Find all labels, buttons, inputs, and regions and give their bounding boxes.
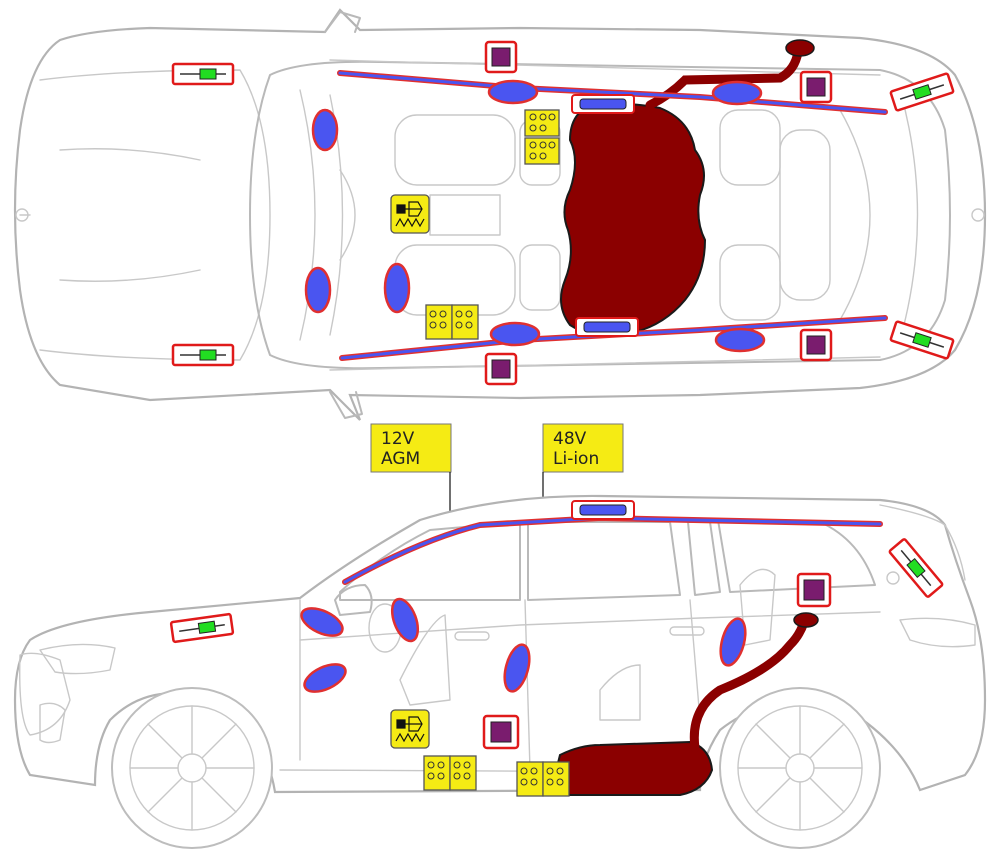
gas-strut-icon — [169, 612, 235, 644]
control-unit-icon — [796, 572, 832, 608]
seatbelt-tensioner-icon — [390, 194, 430, 234]
battery-icon — [425, 304, 479, 340]
airbag-icon — [487, 79, 539, 105]
airbag-icon — [311, 108, 339, 152]
airbag-icon — [503, 643, 531, 693]
seatbelt-tensioner-icon — [390, 709, 430, 749]
control-unit-icon — [484, 352, 518, 386]
rear-wheel — [719, 687, 881, 849]
battery-12v-label: 12V AGM — [370, 423, 454, 756]
battery-48v-line1: 48V — [553, 429, 587, 449]
front-wheel — [111, 687, 273, 849]
fuel-filler-pipe — [645, 47, 803, 110]
battery-icon — [524, 109, 560, 137]
top-view — [13, 8, 987, 421]
airbag-icon — [300, 607, 344, 637]
fuel-filler-cap — [785, 39, 815, 57]
battery-48v-icon — [516, 761, 570, 797]
gas-strut-icon — [171, 343, 235, 367]
side-view — [13, 494, 987, 849]
airbag-icon — [719, 617, 747, 667]
control-unit-icon — [482, 714, 520, 750]
fuel-tank-icon — [560, 103, 707, 337]
gas-strut-icon — [888, 538, 944, 598]
control-unit-icon — [484, 40, 518, 74]
battery-12v-line1: 12V — [381, 429, 415, 449]
airbag-icon — [304, 266, 332, 314]
gas-generator-icon — [571, 94, 635, 114]
gas-strut-icon — [171, 62, 235, 86]
airbag-icon — [303, 663, 347, 693]
battery-12v-icon — [423, 755, 477, 791]
gas-strut-icon — [889, 320, 955, 360]
gas-generator-icon — [571, 500, 635, 520]
airbag-icon — [489, 321, 541, 347]
gas-strut-icon — [889, 72, 955, 112]
fuel-tank-icon — [553, 740, 714, 796]
gas-generator-icon — [575, 317, 639, 337]
battery-icon — [524, 137, 560, 165]
control-unit-icon — [799, 70, 833, 104]
airbag-icon — [383, 262, 411, 314]
battery-48v-label: 48V Li-ion — [539, 423, 624, 762]
airbag-icon — [714, 327, 766, 353]
airbag-icon — [390, 597, 420, 643]
fuel-filler-cap — [793, 612, 819, 628]
airbag-icon — [711, 80, 763, 106]
fuel-filler-pipe — [689, 617, 809, 753]
battery-48v-line2: Li-ion — [553, 449, 599, 469]
control-unit-icon — [799, 328, 833, 362]
battery-12v-line2: AGM — [381, 449, 420, 469]
